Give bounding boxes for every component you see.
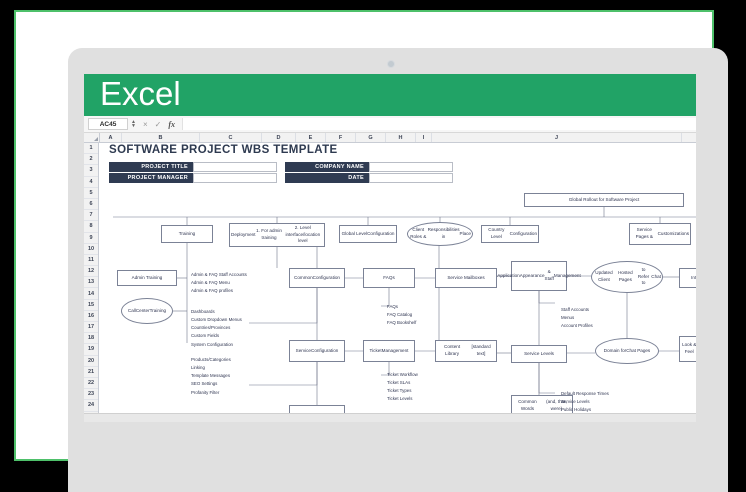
formula-bar: AC45 ▲ ▼ × ✓ fx [84,116,696,133]
company-name-field[interactable] [369,162,453,172]
row-header-22[interactable]: 22 [84,378,98,390]
cancel-icon[interactable]: × [142,119,148,129]
column-header-c[interactable]: C [200,133,262,142]
row-header-6[interactable]: 6 [84,199,98,211]
name-box-input[interactable]: AC45 [88,118,128,130]
connector-line [249,362,318,386]
row-header-15[interactable]: 15 [84,300,98,311]
row-header-19[interactable]: 19 [84,344,98,356]
connector-line [249,288,318,324]
row-header-16[interactable]: 16 [84,311,98,322]
row-header-23[interactable]: 23 [84,389,98,401]
date-label: DATE [285,173,369,183]
row-header-4[interactable]: 4 [84,177,98,188]
row-header-1[interactable]: 1 [84,143,98,155]
row-header-10[interactable]: 10 [84,244,98,255]
row-header-24[interactable]: 24 [84,400,98,412]
project-manager-field[interactable] [193,173,277,183]
row-header-14[interactable]: 14 [84,288,98,300]
connector-line [538,291,555,304]
sheet-bottom-strip [84,413,696,422]
row-header-9[interactable]: 9 [84,233,98,244]
column-header-f[interactable]: F [326,133,356,142]
column-header-j[interactable]: J [432,133,682,142]
flowchart-connectors [113,207,696,405]
project-manager-label: PROJECT MANAGER [109,173,193,183]
column-header-i[interactable]: I [416,133,432,142]
column-header-h[interactable]: H [386,133,416,142]
date-field[interactable] [369,173,453,183]
spreadsheet-grid[interactable]: SOFTWARE PROJECT WBS TEMPLATE PROJECT TI… [99,143,696,422]
row-header-18[interactable]: 18 [84,333,98,345]
spinner-up-icon[interactable]: ▲ [131,119,136,125]
column-header-b[interactable]: B [122,133,200,142]
confirm-icon[interactable]: ✓ [154,119,162,129]
row-header-21[interactable]: 21 [84,367,98,378]
row-header-12[interactable]: 12 [84,266,98,278]
column-header-g[interactable]: G [356,133,386,142]
row-header-20[interactable]: 20 [84,356,98,367]
select-all-corner-button[interactable] [84,133,100,142]
company-name-label: COMPANY NAME [285,162,369,172]
row-header-column: 1234567891011121314151617181920212223242… [84,143,99,422]
row-header-17[interactable]: 17 [84,322,98,334]
project-title-field[interactable] [193,162,277,172]
name-box-spinner[interactable]: ▲ ▼ [131,119,136,129]
spinner-down-icon[interactable]: ▼ [131,123,136,129]
formula-input[interactable] [182,118,696,130]
sheet-body: 1234567891011121314151617181920212223242… [84,143,696,422]
page-title: SOFTWARE PROJECT WBS TEMPLATE [109,144,338,156]
connector-line [381,362,390,376]
row-header-3[interactable]: 3 [84,165,98,177]
row-header-8[interactable]: 8 [84,221,98,233]
excel-wordmark: Excel [100,75,181,112]
row-header-5[interactable]: 5 [84,188,98,199]
connector-line [381,288,390,307]
row-header-11[interactable]: 11 [84,255,98,267]
row-header-2[interactable]: 2 [84,154,98,166]
tablet-camera-icon [387,60,395,68]
column-header-d[interactable]: D [262,133,296,142]
row-header-7[interactable]: 7 [84,210,98,222]
column-header-a[interactable]: A [100,133,122,142]
column-header-e[interactable]: E [296,133,326,142]
insert-function-icon[interactable]: fx [168,119,175,129]
excel-title-bar: Excel [84,74,696,116]
project-title-label: PROJECT TITLE [109,162,193,172]
connector-line [538,363,555,394]
row-header-13[interactable]: 13 [84,277,98,289]
